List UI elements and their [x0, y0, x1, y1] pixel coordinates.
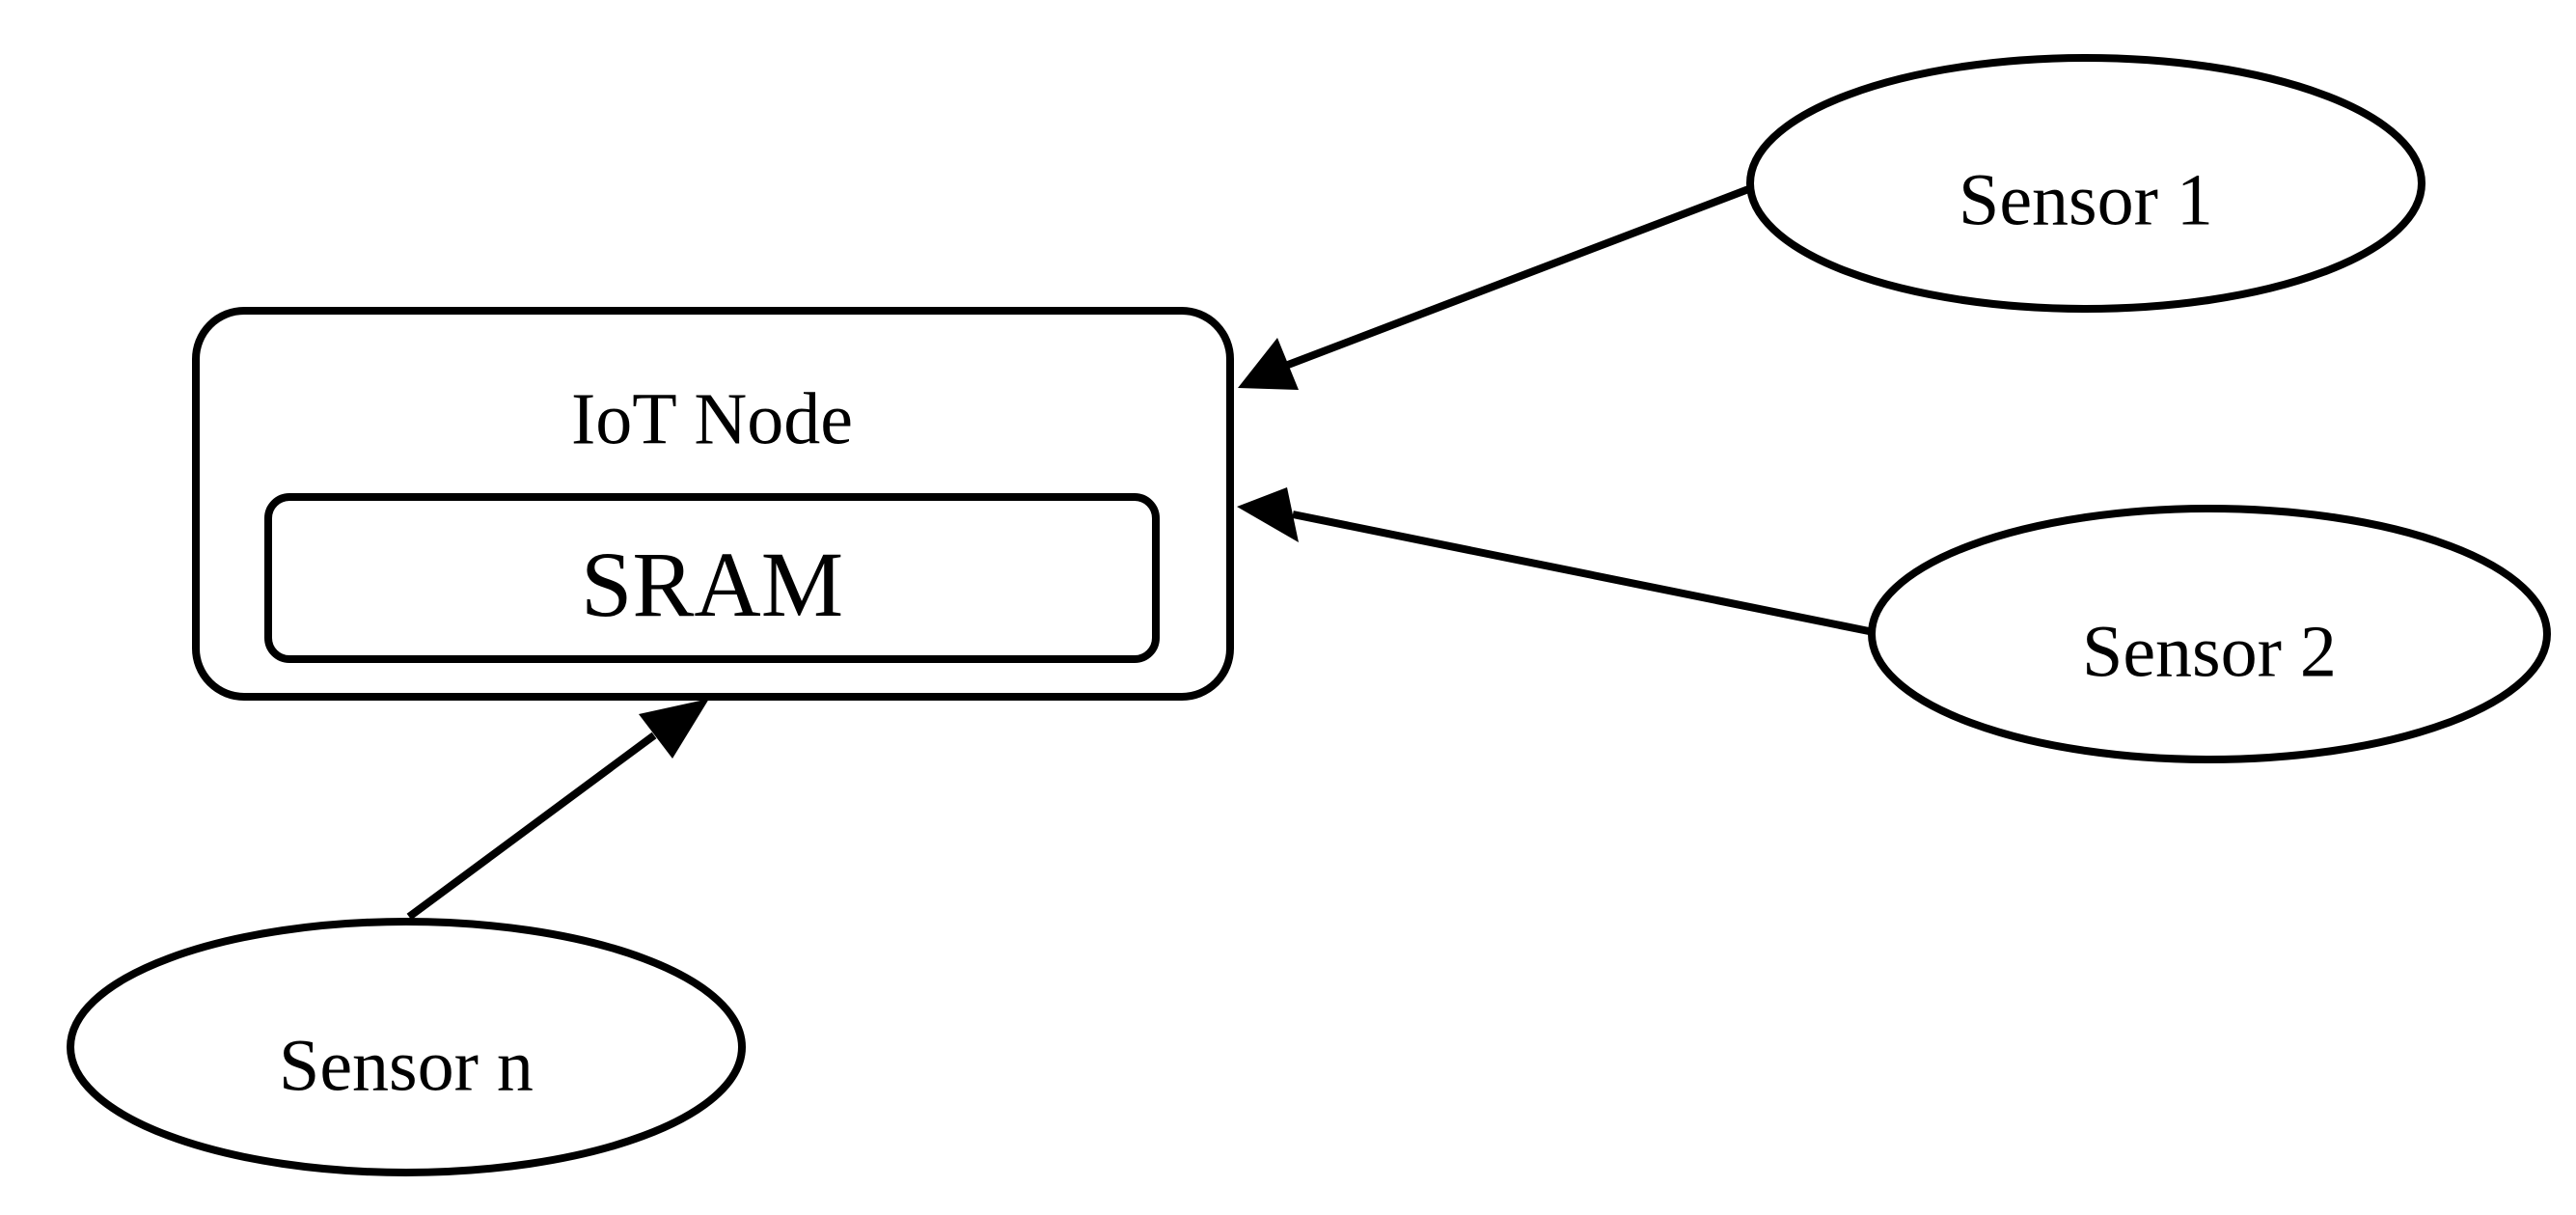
iot-node[interactable]: IoT Node SRAM: [192, 307, 1234, 701]
edge-sensor-n-arrowhead: [639, 699, 709, 759]
iot-node-label: IoT Node: [571, 378, 853, 459]
sensor-1[interactable]: Sensor 1: [1746, 54, 2425, 313]
edge-sensor-n-line: [406, 732, 657, 921]
sensor-2[interactable]: Sensor 2: [1868, 505, 2551, 763]
sram-label: SRAM: [581, 533, 843, 636]
edge-sensor-2-arrowhead: [1237, 487, 1299, 542]
sram-block[interactable]: SRAM: [264, 493, 1160, 663]
edge-sensor-2-line: [1292, 511, 1875, 636]
sram-box: [264, 493, 1160, 663]
sensor-n[interactable]: Sensor n: [67, 918, 746, 1176]
edge-sensor-1-arrowhead: [1238, 338, 1299, 390]
edge-sensor-2-to-iot-node: [1237, 487, 1875, 636]
sensor-1-label: Sensor 1: [1959, 159, 2213, 240]
sensor-n-label: Sensor n: [279, 1025, 534, 1106]
edge-sensor-1-to-iot-node: [1238, 184, 1753, 390]
sensor-n-ellipse: [67, 918, 746, 1176]
edge-sensor-1-line: [1286, 184, 1753, 369]
edge-sensor-n-to-iot-node: [406, 699, 709, 921]
sensor-1-ellipse: [1746, 54, 2425, 313]
sensor-2-label: Sensor 2: [2082, 611, 2337, 692]
